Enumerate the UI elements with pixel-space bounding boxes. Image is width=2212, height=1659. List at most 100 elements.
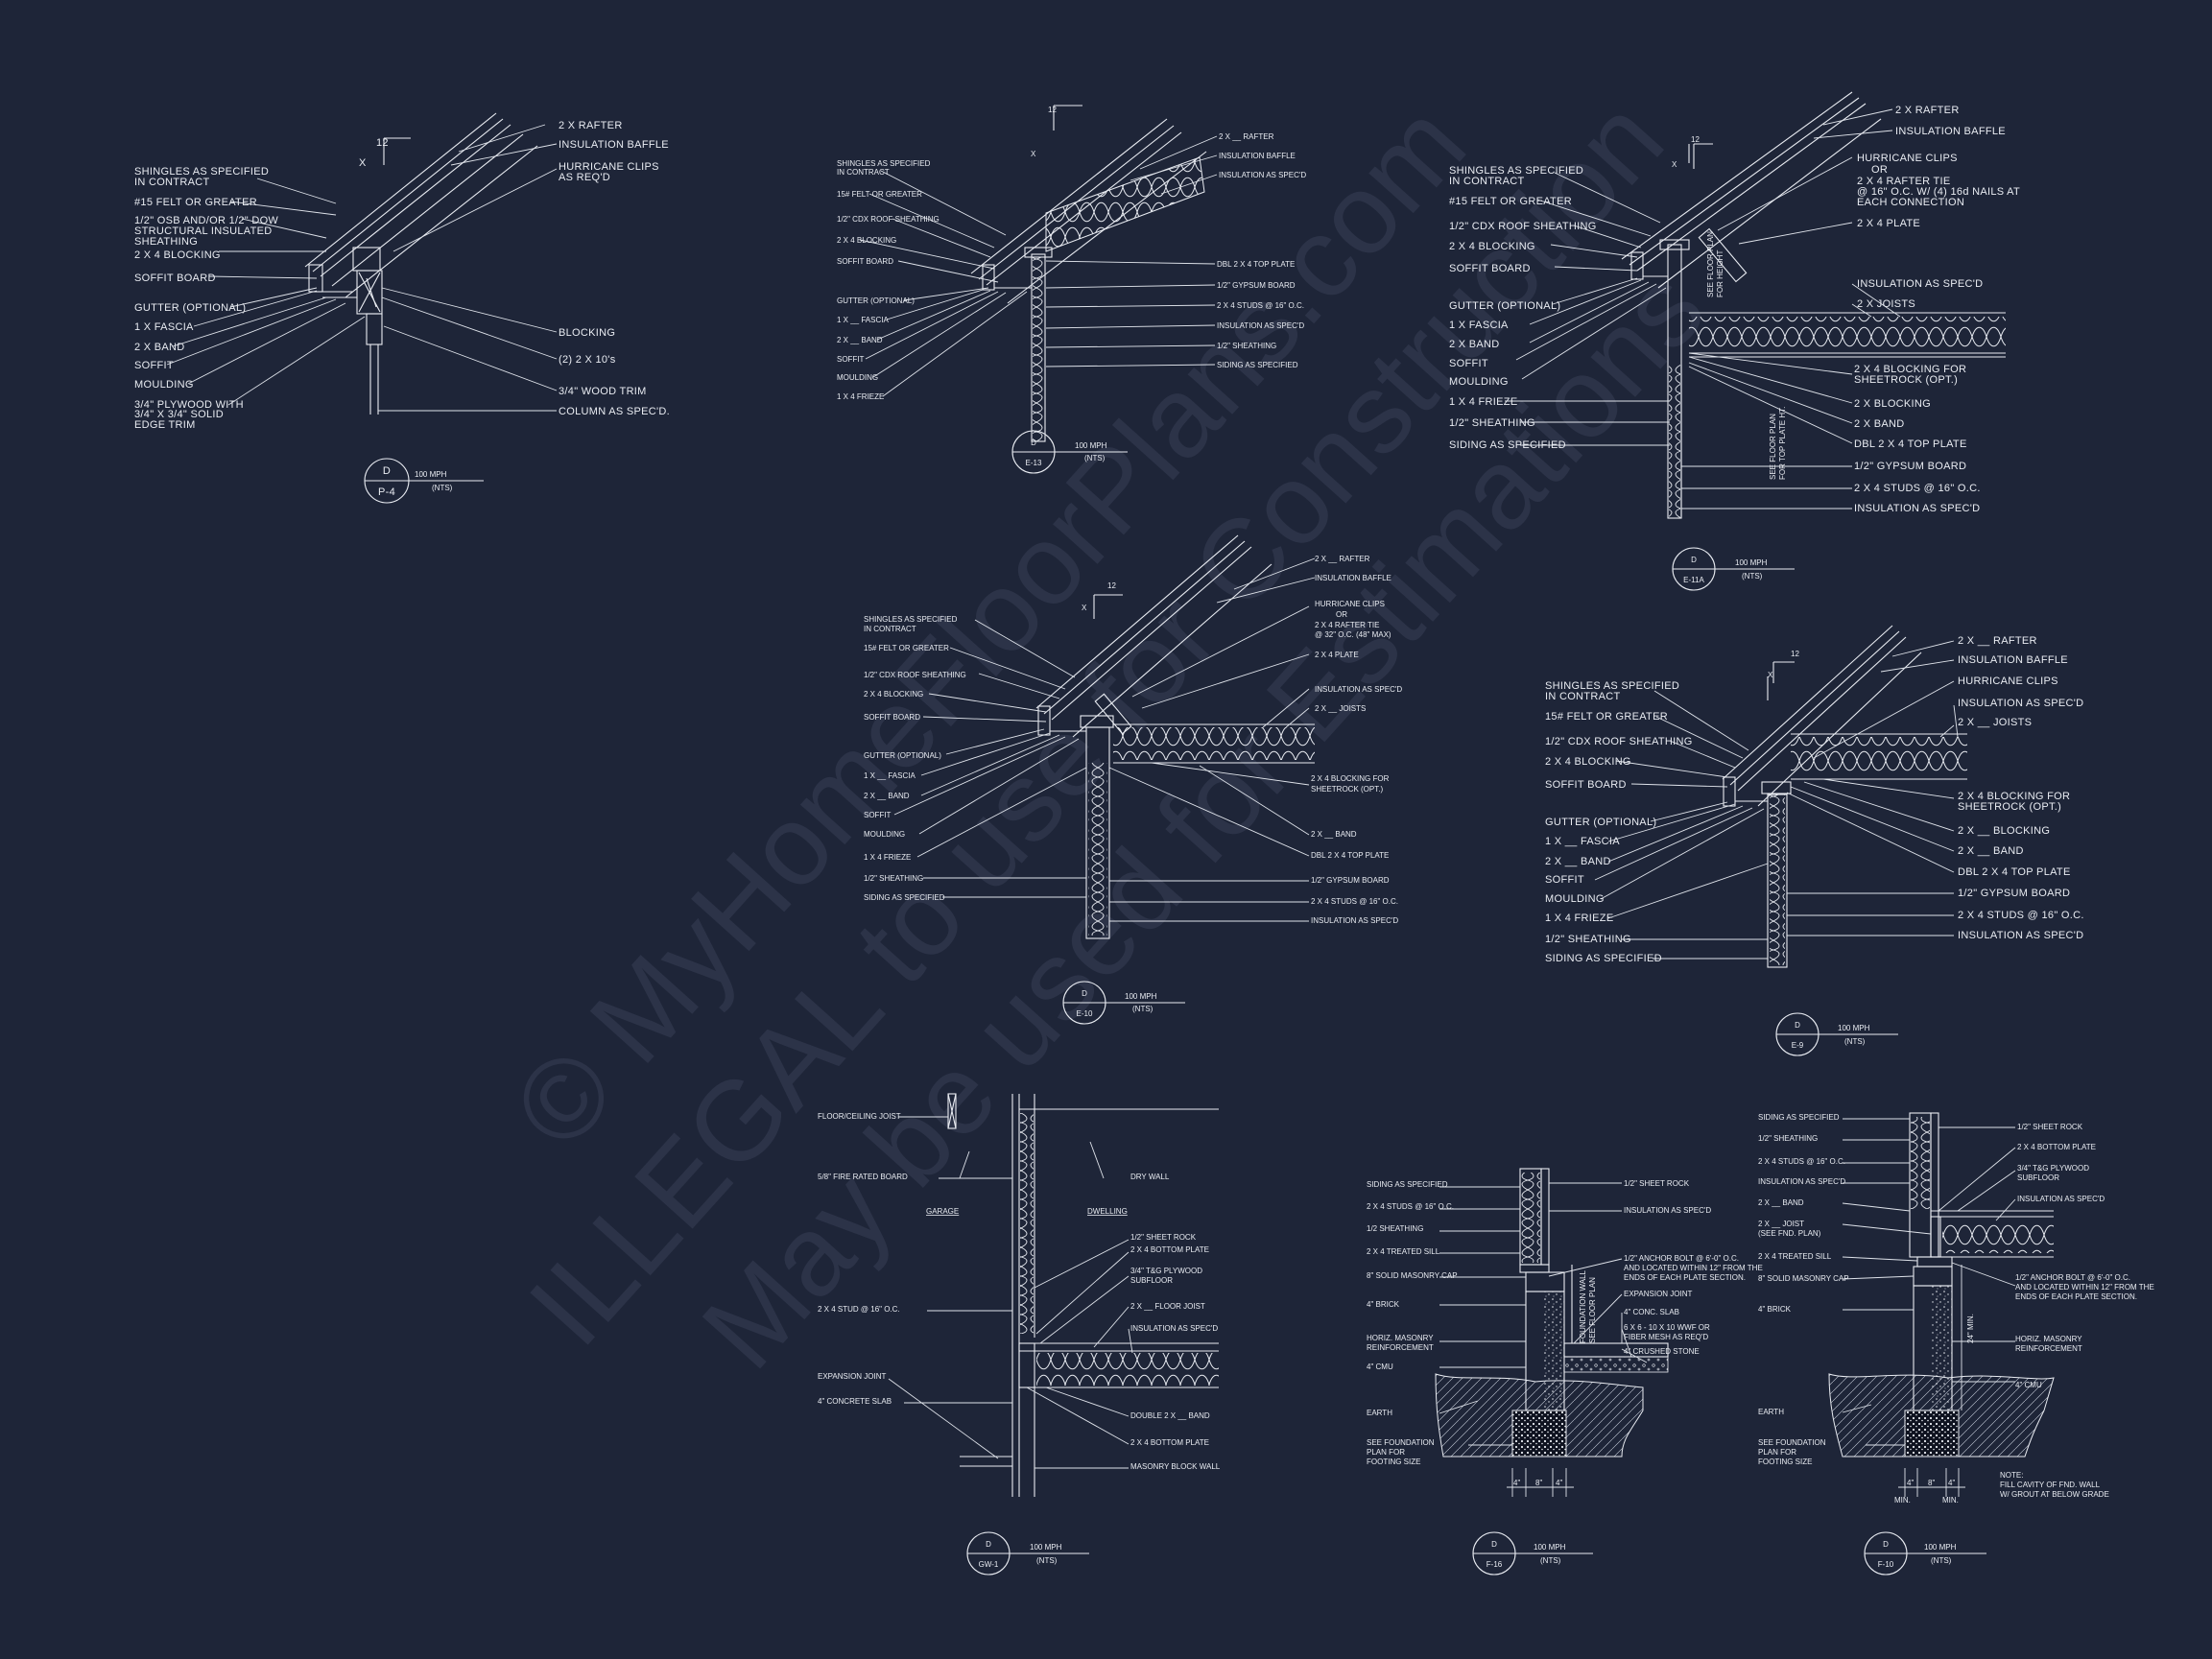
gw1-label-slab: 4" CONCRETE SLAB (818, 1397, 892, 1406)
svg-text:E-9: E-9 (1792, 1041, 1804, 1050)
f16-dim-3: 4" (1556, 1479, 1562, 1487)
e13-label-rafter: 2 X __ RAFTER (1219, 132, 1274, 141)
f10-label-horiz: HORIZ. MASONRY (2015, 1335, 2082, 1343)
e13-label-sheathing: 1/2" SHEATHING (1217, 342, 1276, 350)
e9-label-band-r: 2 X __ BAND (1958, 845, 2024, 857)
e10-label-plate: 2 X 4 PLATE (1315, 651, 1359, 659)
svg-text:D: D (1795, 1021, 1800, 1030)
e9-label-top-plate: DBL 2 X 4 TOP PLATE (1958, 866, 2071, 878)
gw1-label-sheetrock: 1/2" SHEET ROCK (1130, 1233, 1197, 1242)
e9-label-rafter: 2 X __ RAFTER (1958, 635, 2037, 647)
e9-label-baffle: INSULATION BAFFLE (1958, 654, 2068, 666)
e10-label-shingles: SHINGLES AS SPECIFIED (864, 615, 958, 624)
f10-vnote-1: 24" MIN. (1966, 1314, 1975, 1343)
e11a-label-shingles: SHINGLES AS SPECIFIED (1449, 165, 1583, 177)
e10-label-moulding: MOULDING (864, 830, 905, 839)
e9-label-insul: INSULATION AS SPEC'D (1958, 698, 2083, 709)
f16-label-expansion: EXPANSION JOINT (1624, 1290, 1693, 1298)
f10-label-note: NOTE: (2000, 1471, 2023, 1480)
svg-text:100 MPH: 100 MPH (1924, 1543, 1957, 1552)
f10-label-sill: 2 X 4 TREATED SILL (1758, 1252, 1832, 1261)
f16-label-siding: SIDING AS SPECIFIED (1367, 1180, 1448, 1189)
e9-label-blocking-sr: 2 X 4 BLOCKING FOR (1958, 791, 2070, 802)
svg-text:D: D (1491, 1540, 1497, 1549)
f10-dim-3: 4" (1948, 1479, 1955, 1487)
e9-label-clips: HURRICANE CLIPS (1958, 675, 2058, 687)
e10-label-sheetrock: SHEETROCK (OPT.) (1311, 785, 1383, 794)
p4-detail-tag: D P-4 100 MPH (NTS) (364, 458, 484, 504)
e10-label-gutter: GUTTER (OPTIONAL) (864, 751, 941, 760)
p4-label-blocking: 2 X 4 BLOCKING (134, 249, 221, 261)
e9-label-band: 2 X __ BAND (1545, 856, 1611, 867)
p4-label-soffit: SOFFIT (134, 360, 174, 371)
p4-label-gutter: GUTTER (OPTIONAL) (134, 302, 246, 314)
p4-label-soffit-board: SOFFIT BOARD (134, 273, 216, 284)
e11a-vnote-4: FOR TOP PLATE HT. (1778, 407, 1787, 480)
svg-text:X: X (1031, 150, 1036, 158)
svg-text:100 MPH: 100 MPH (1534, 1543, 1566, 1552)
f16-label-sheetrock: 1/2" SHEET ROCK (1624, 1179, 1690, 1188)
svg-text:(NTS): (NTS) (432, 484, 453, 492)
detail-gw-1: FLOOR/CEILING JOIST 5/8" FIRE RATED BOAR… (818, 1093, 1221, 1576)
svg-text:100 MPH: 100 MPH (1125, 992, 1157, 1001)
e11a-label-frieze: 1 X 4 FRIEZE (1449, 396, 1517, 408)
f10-label-joist: 2 X __ JOIST (1758, 1220, 1804, 1228)
f16-label-stone: 4" CRUSHED STONE (1624, 1347, 1700, 1356)
e13-label-studs: 2 X 4 STUDS @ 16" O.C. (1217, 301, 1304, 310)
f16-dim-2: 8" (1535, 1479, 1542, 1487)
f16-detail-tag: D F-16 100 MPH (NTS) (1472, 1531, 1593, 1576)
p4-label-sip: STRUCTURAL INSULATED (134, 225, 273, 237)
p4-label-rafter: 2 X RAFTER (559, 120, 623, 131)
e9-label-insul-2: INSULATION AS SPEC'D (1958, 930, 2083, 941)
e13-label-contract: IN CONTRACT (837, 168, 890, 177)
detail-p-4: 12X SHINGLES AS SPECIFIED IN CONTRACT #1… (134, 112, 670, 504)
p4-label-fascia: 1 X FASCIA (134, 321, 194, 333)
e13-label-band: 2 X __ BAND (837, 336, 883, 344)
e11a-label-gutter: GUTTER (OPTIONAL) (1449, 300, 1560, 312)
f10-label-fnd-plan: (SEE FND. PLAN) (1758, 1229, 1821, 1238)
f16-label-fiber: FIBER MESH AS REQ'D (1624, 1333, 1708, 1341)
f10-label-sheathing: 1/2" SHEATHING (1758, 1134, 1818, 1143)
e11a-label-or: OR (1871, 164, 1888, 176)
f16-label-anchor: 1/2" ANCHOR BOLT @ 6'-0" O.C. (1624, 1254, 1739, 1263)
svg-text:E-10: E-10 (1077, 1009, 1093, 1018)
svg-text:12: 12 (1791, 650, 1799, 658)
svg-text:100 MPH: 100 MPH (1030, 1543, 1062, 1552)
e11a-vnote-2: FOR HEIGHT (1716, 250, 1724, 297)
e10-label-felt: 15# FELT OR GREATER (864, 644, 949, 652)
f10-label-reinforce: REINFORCEMENT (2015, 1344, 2082, 1353)
f16-dim-1: 4" (1513, 1479, 1520, 1487)
gw1-label-bottom-plate-2: 2 X 4 BOTTOM PLATE (1130, 1438, 1209, 1447)
e10-label-top-plate: DBL 2 X 4 TOP PLATE (1311, 851, 1389, 860)
p4-label-felt: #15 FELT OR GREATER (134, 197, 257, 208)
f10-label-grout: W/ GROUT AT BELOW GRADE (2000, 1490, 2109, 1499)
f16-label-cap: 8" SOLID MASONRY CAP (1367, 1271, 1458, 1280)
f10-label-insul-r: INSULATION AS SPEC'D (2017, 1195, 2105, 1203)
e11a-label-blocking-2: 2 X BLOCKING (1854, 398, 1931, 410)
svg-text:GW-1: GW-1 (979, 1560, 999, 1569)
f16-label-sill: 2 X 4 TREATED SILL (1367, 1247, 1440, 1256)
e10-label-rafter: 2 X __ RAFTER (1315, 555, 1370, 563)
gw1-label-block-wall: MASONRY BLOCK WALL (1130, 1462, 1221, 1471)
e10-label-band-r: 2 X __ BAND (1311, 830, 1357, 839)
p4-label-plywood: 3/4" PLYWOOD WITH (134, 399, 244, 411)
e10-detail-tag: D E-10 100 MPH (NTS) (1062, 981, 1185, 1025)
e11a-label-blocking: 2 X 4 BLOCKING (1449, 241, 1535, 252)
e13-label-insul: INSULATION AS SPEC'D (1219, 171, 1306, 179)
gw1-label-joist: FLOOR/CEILING JOIST (818, 1112, 901, 1121)
e9-label-fascia: 1 X __ FASCIA (1545, 836, 1620, 847)
e10-label-clips: HURRICANE CLIPS (1315, 600, 1385, 608)
p4-label-sheathing: SHEATHING (134, 236, 198, 248)
p4-label-column: COLUMN AS SPEC'D. (559, 406, 670, 417)
f16-label-brick: 4" BRICK (1367, 1300, 1400, 1309)
e9-label-soffit-board: SOFFIT BOARD (1545, 779, 1627, 791)
svg-text:D: D (1883, 1540, 1889, 1549)
f10-label-footing: FOOTING SIZE (1758, 1458, 1812, 1466)
gw1-title-dwelling: DWELLING (1087, 1207, 1128, 1216)
e10-label-fascia: 1 X __ FASCIA (864, 771, 916, 780)
f10-label-plan-for: PLAN FOR (1758, 1448, 1796, 1457)
e10-label-studs: 2 X 4 STUDS @ 16" O.C. (1311, 897, 1398, 906)
e10-label-cdx: 1/2" CDX ROOF SHEATHING (864, 671, 966, 679)
svg-text:(NTS): (NTS) (1742, 572, 1763, 581)
svg-text:100 MPH: 100 MPH (1075, 441, 1107, 450)
